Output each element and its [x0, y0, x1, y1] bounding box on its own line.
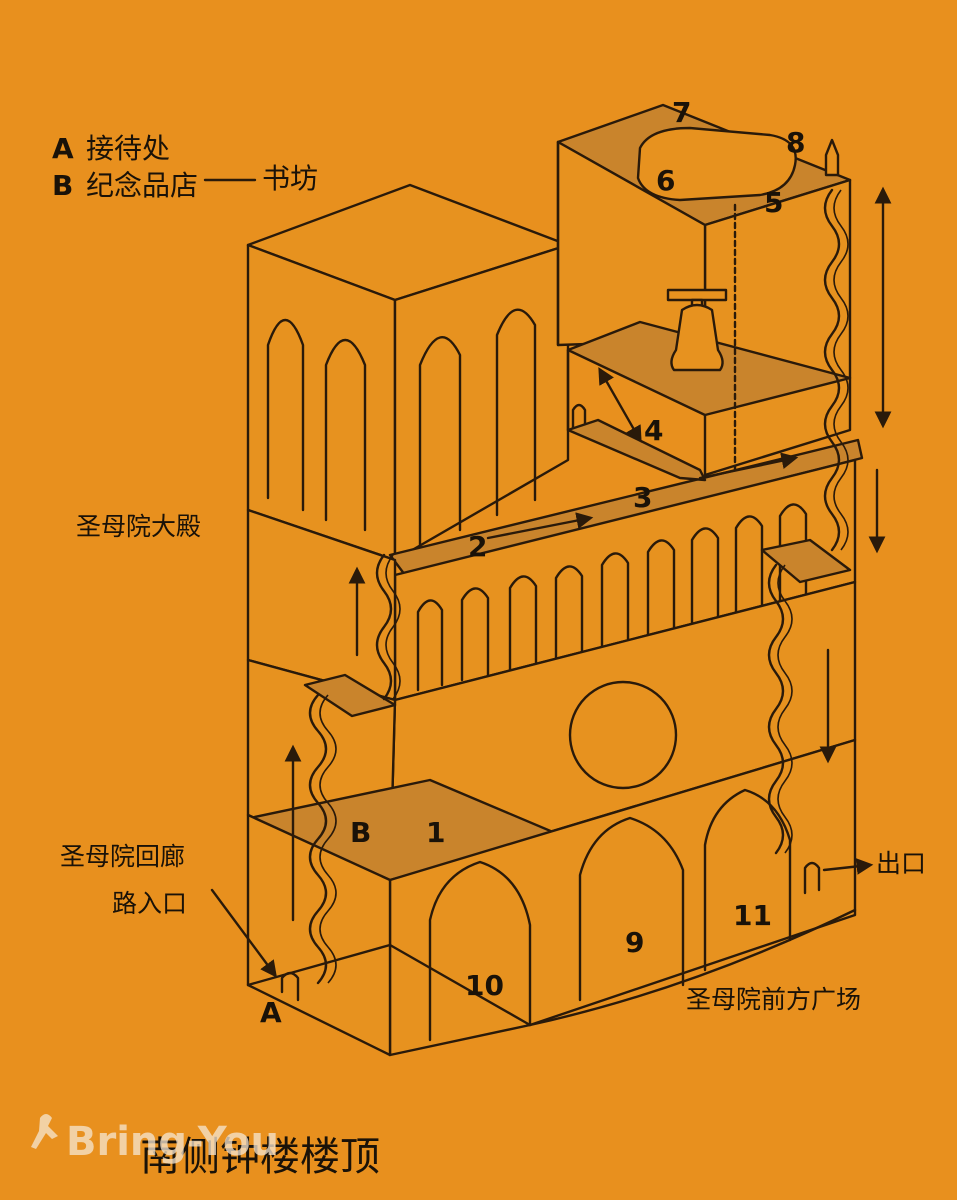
route-number-11: 11 [733, 899, 772, 932]
watermark-text: Bring-You [66, 1119, 279, 1165]
label-cloister-entry-2: 路入口 [112, 889, 187, 918]
route-numbers: 1 2 3 4 5 6 7 8 9 10 11 [426, 96, 805, 1002]
arrow-entrance [210, 888, 278, 978]
rose-window [568, 680, 678, 790]
route-number-3: 3 [633, 481, 652, 514]
spire-icon [824, 138, 840, 177]
label-forecourt: 圣母院前方广场 [686, 985, 861, 1014]
gallery-level [246, 458, 857, 702]
label-tower-a: A [260, 996, 282, 1029]
label-cloister-entry-1: 圣母院回廊 [60, 842, 185, 871]
watermark: Bring-You [31, 1114, 279, 1165]
route-number-1: 1 [426, 816, 445, 849]
legend-extra-b: 书坊 [262, 162, 318, 195]
legend-text-a: 接待处 [86, 132, 170, 165]
route-number-2: 2 [468, 530, 487, 563]
legend-text-b: 纪念品店 [86, 169, 198, 202]
portal-level [246, 738, 857, 1057]
runner-icon [31, 1114, 58, 1149]
route-number-8: 8 [786, 126, 805, 159]
south-tower [556, 103, 852, 882]
route-number-9: 9 [625, 926, 644, 959]
north-tower [246, 183, 570, 562]
legend-key-a: A [52, 132, 74, 165]
route-number-7: 7 [672, 96, 691, 129]
arrow-exit [822, 858, 874, 875]
label-exit: 出口 [876, 849, 926, 878]
route-number-10: 10 [465, 969, 504, 1002]
label-room-b: B [350, 816, 371, 849]
route-arrows [203, 178, 892, 978]
legend: A 接待处 B 纪念品店 书坊 [52, 132, 318, 202]
route-number-4: 4 [644, 414, 663, 447]
gallery-arches [416, 503, 808, 692]
route-number-5: 5 [764, 186, 783, 219]
route-number-6: 6 [656, 164, 675, 197]
portals [428, 788, 792, 1042]
arrow-route-3 [698, 452, 799, 480]
label-nave: 圣母院大殿 [76, 512, 201, 541]
legend-key-b: B [52, 169, 73, 202]
page-title: 南侧钟楼楼顶 [140, 1134, 380, 1180]
bell-icon [666, 288, 728, 372]
spiral-stairs [308, 188, 849, 985]
arrow-route-4 [598, 367, 642, 443]
arrow-route-2 [486, 512, 594, 540]
